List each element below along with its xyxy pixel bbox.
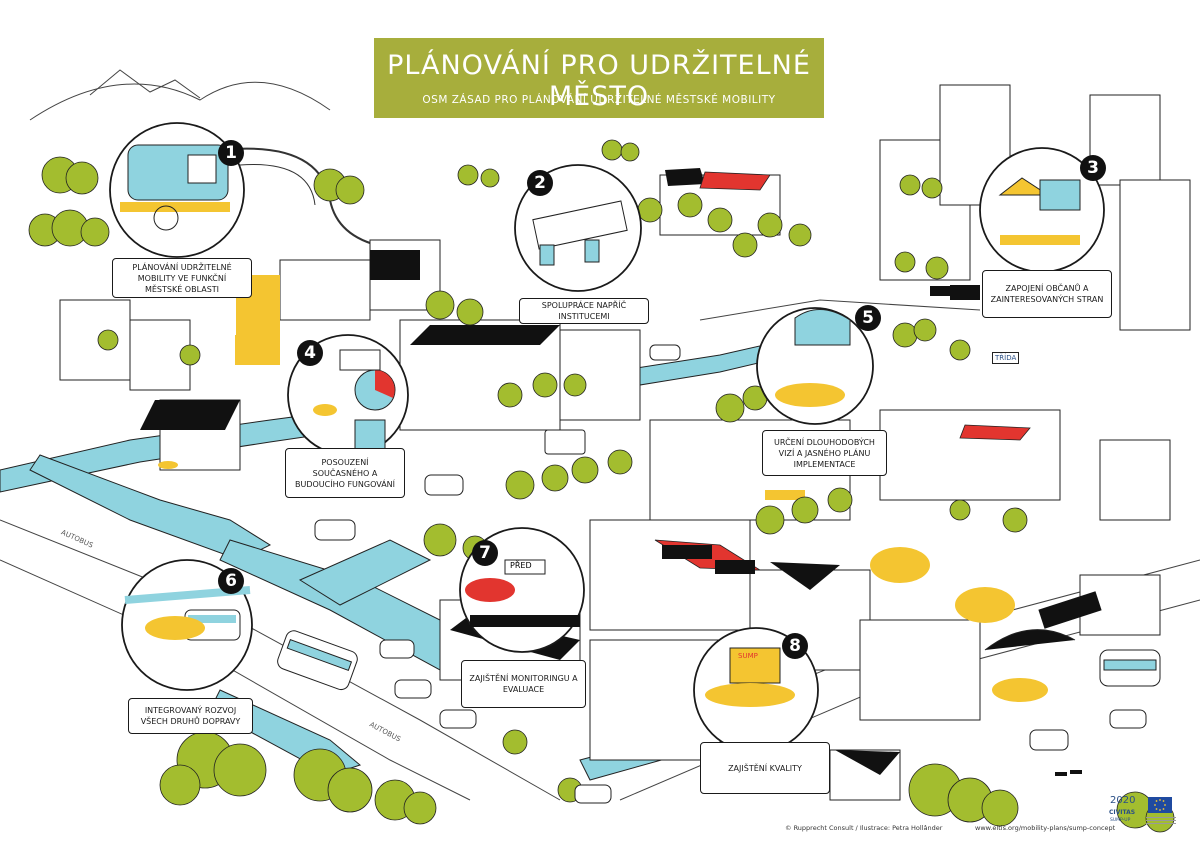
civitas-year: 2020 [1110, 795, 1136, 806]
principle-number-8: 8 [782, 633, 808, 659]
footer-credit: © Rupprecht Consult / Ilustrace: Petra H… [785, 824, 943, 832]
principle-number-2: 2 [527, 170, 553, 196]
eu-funding-text [1146, 816, 1176, 826]
principle-label-3: ZAPOJENÍ OBČANŮ A ZAINTERESOVANÝCH STRAN [982, 270, 1112, 318]
principle-label-2: SPOLUPRÁCE NAPŘÍČ INSTITUCEMI [519, 298, 649, 324]
principle-number-4: 4 [297, 340, 323, 366]
principle-number-3: 3 [1080, 155, 1106, 181]
civitas-sub: SUMP-UP [1110, 818, 1131, 823]
principle-label-6: INTEGROVANÝ ROZVOJ VŠECH DRUHŮ DOPRAVY [128, 698, 253, 734]
principle-number-1: 1 [218, 140, 244, 166]
principle-number-6: 6 [218, 568, 244, 594]
principle-label-7: ZAJIŠTĚNÍ MONITORINGU A EVALUACE [461, 660, 586, 708]
civitas-logo: 2020 CIVITAS SUMP-UP [1108, 795, 1142, 831]
sign-sump: SUMP [738, 652, 758, 660]
title-banner: PLÁNOVÁNÍ PRO UDRŽITELNÉ MĚSTO OSM ZÁSAD… [374, 38, 824, 118]
principle-label-8: ZAJIŠTĚNÍ KVALITY [700, 742, 830, 794]
principle-label-5: URČENÍ DLOUHODOBÝCH VIZÍ A JASNÉHO PLÁNU… [762, 430, 887, 476]
footer-url: www.eltis.org/mobility-plans/sump-concep… [975, 824, 1116, 832]
principle-label-4: POSOUZENÍ SOUČASNÉHO A BUDOUCÍHO FUNGOVÁ… [285, 448, 405, 498]
principle-number-7: 7 [472, 540, 498, 566]
page-subtitle: OSM ZÁSAD PRO PLÁNOVÁNÍ UDRŽITELNÉ MĚSTS… [422, 94, 776, 106]
sign-tramvaj: TŘÍDA [992, 352, 1020, 364]
civitas-name: CIVITAS [1109, 809, 1136, 816]
principle-number-5: 5 [855, 305, 881, 331]
principle-label-1: PLÁNOVÁNÍ UDRŽITELNÉ MOBILITY VE FUNKČNÍ… [112, 258, 252, 298]
eu-flag-icon [1148, 797, 1172, 813]
page-title: PLÁNOVÁNÍ PRO UDRŽITELNÉ MĚSTO [387, 50, 811, 112]
sign-pred: PŘED [510, 561, 532, 570]
